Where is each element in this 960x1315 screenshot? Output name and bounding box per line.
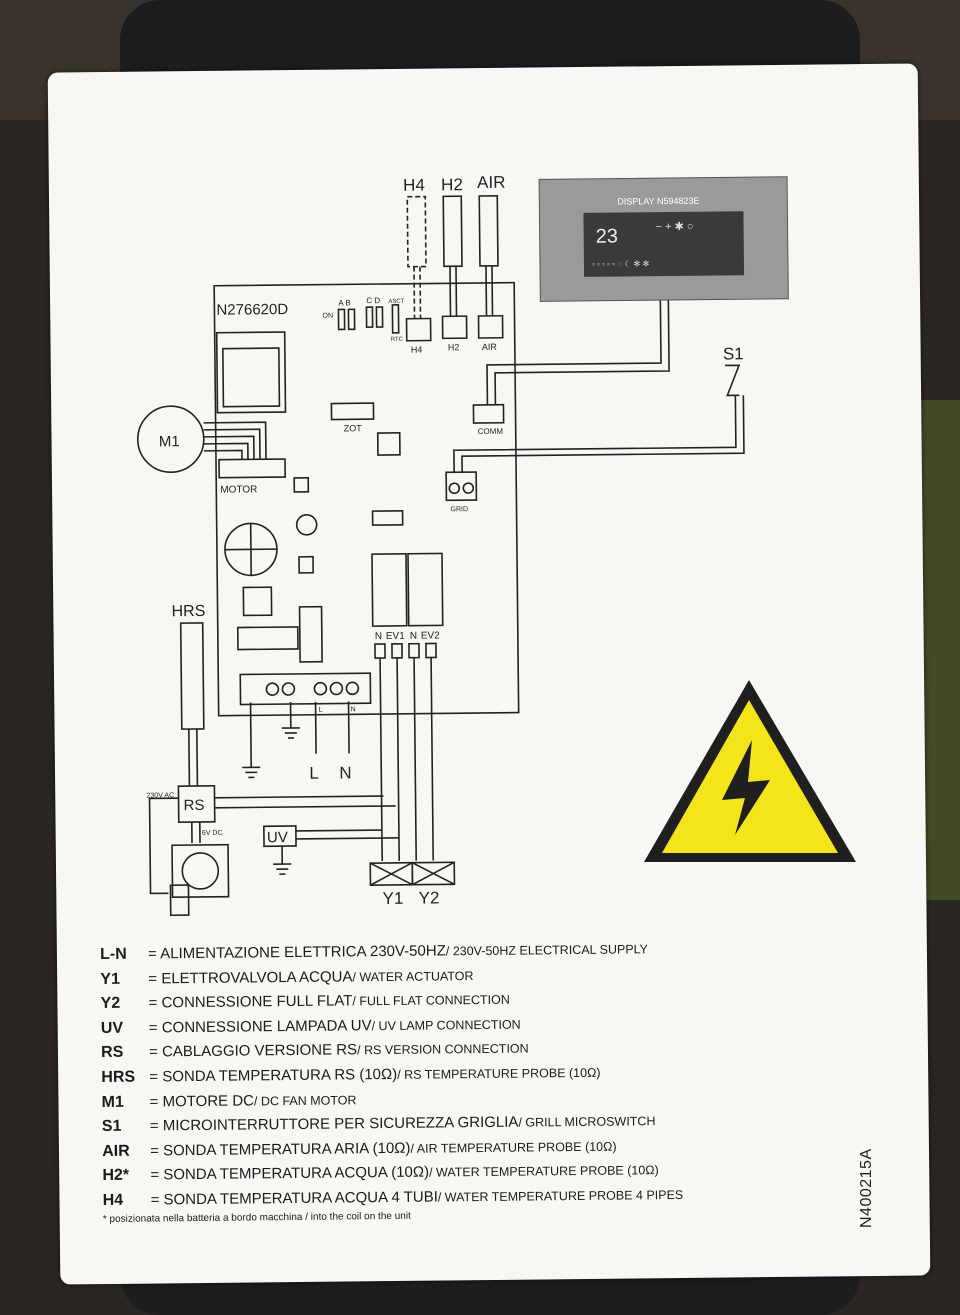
air-connector-label: AIR [482, 342, 498, 352]
y2-label: Y2 [418, 888, 439, 907]
legend-english: / AIR TEMPERATURE PROBE (10Ω) [410, 1139, 617, 1156]
legend-code: H2* [102, 1167, 130, 1185]
out-n2-label: N [410, 631, 417, 642]
out-n1-label: N [375, 631, 382, 642]
legend-code: HRS [101, 1068, 136, 1086]
legend-english: / RS VERSION CONNECTION [357, 1041, 529, 1058]
m1-label: M1 [159, 433, 180, 450]
zot-connector [330, 402, 375, 421]
electrical-hazard-icon [644, 680, 856, 862]
h4-probe-label: H4 [403, 176, 425, 195]
jumper-cd-label: C D [366, 296, 380, 305]
grid-label: GRID [450, 506, 468, 513]
h2-connector [441, 315, 468, 340]
h4-connector-label: H4 [411, 345, 423, 355]
y1-label: Y1 [382, 889, 403, 908]
relay-1 [371, 552, 408, 627]
legend-english: / FULL FLAT CONNECTION [352, 992, 510, 1009]
rs-box [177, 784, 216, 823]
document-number: N400215A [858, 1148, 875, 1228]
jumper-rtc-label: RTC [391, 337, 404, 343]
legend-italian: = CONNESSIONE LAMPADA UV [148, 1016, 372, 1037]
board-label: N276620D [216, 301, 288, 319]
legend-italian: = ELETTROVALVOLA ACQUA [148, 967, 353, 988]
comm-connector [472, 403, 505, 424]
m1-motor [136, 405, 205, 474]
rs-fan [171, 843, 230, 899]
legend-code: UV [100, 1019, 124, 1037]
legend-code: M1 [101, 1093, 124, 1111]
h2-probe-label: H2 [441, 175, 463, 194]
legend-english: / RS TEMPERATURE PROBE (10Ω) [397, 1065, 601, 1082]
jumper-asct-label: ASCT [388, 299, 404, 305]
legend-code: AIR [102, 1142, 130, 1160]
jumper-on-label: ON [322, 313, 333, 320]
rs-in-label: 230V AC [146, 792, 174, 799]
legend-code: H4 [102, 1191, 124, 1209]
s1-label: S1 [723, 344, 744, 363]
legend-italian: = SONDA TEMPERATURA ACQUA 4 TUBI [150, 1188, 438, 1209]
legend-code: S1 [101, 1117, 122, 1136]
terminal-l-label: L [319, 707, 323, 714]
legend-italian: = SONDA TEMPERATURA ARIA (10Ω) [150, 1139, 411, 1160]
s1-switch-symbol [725, 364, 741, 397]
display-unit: DISPLAY N594823E 23 − + ✱ ○ ▫ ▫ ▫ ▫ ▫ ◌ … [538, 176, 789, 302]
legend-english: / DC FAN MOTOR [253, 1092, 357, 1108]
legend-italian: = ALIMENTAZIONE ELETTRICA 230V-50Hz [147, 942, 446, 963]
legend-code: L-N [100, 945, 127, 963]
legend-english: / WATER TEMPERATURE PROBE 4 PIPES [437, 1187, 684, 1205]
h2-connector-label: H2 [448, 342, 460, 352]
terminal-n-label: N [351, 706, 356, 713]
grid-connector [445, 471, 478, 502]
output-pins [374, 642, 437, 659]
uv-label: UV [267, 829, 288, 846]
legend-italian: = CONNESSIONE FULL FLAT [148, 992, 353, 1012]
legend-english: / WATER TEMPERATURE PROBE (10Ω) [428, 1163, 659, 1180]
legend-english: / WATER ACTUATOR [352, 968, 474, 984]
rs-out-label: 6V DC [202, 830, 223, 837]
legend-code: Y2 [100, 994, 121, 1013]
motor-label: MOTOR [220, 484, 257, 495]
air-probe [478, 194, 499, 267]
motor-connector [218, 458, 286, 479]
legend-italian: = MOTORE DC [149, 1091, 255, 1111]
control-board [213, 281, 520, 717]
h4-probe [406, 195, 427, 268]
uv-connector [263, 825, 297, 848]
legend-code: Y1 [100, 970, 121, 988]
power-l-label: L [309, 764, 319, 783]
air-connector [477, 314, 504, 339]
out-ev1-label: EV1 [386, 631, 405, 642]
legend-italian: = CABLAGGIO VERSIONE RS [149, 1041, 358, 1061]
power-n-label: N [339, 763, 351, 782]
legend-english: / GRILL MICROSWITCH [518, 1114, 656, 1130]
display-label: DISPLAY N594823E [617, 196, 699, 207]
rs-label: RS [184, 797, 205, 814]
jumper-ab-label: A B [338, 298, 351, 307]
legend-english: / UV LAMP CONNECTION [371, 1017, 521, 1033]
hrs-label: HRS [171, 603, 205, 620]
h4-connector [405, 317, 432, 342]
power-terminal [239, 672, 372, 706]
y2-valve [411, 861, 456, 886]
legend-english: / 230V-50Hz ELECTRICAL SUPPLY [445, 942, 649, 959]
out-ev2-label: EV2 [421, 630, 440, 641]
air-probe-label: AIR [477, 173, 506, 192]
svg-text:− + ✱ ○: − + ✱ ○ [656, 221, 694, 233]
zot-label: ZOT [344, 423, 363, 433]
display-reading: 23 [596, 226, 618, 248]
relay-2 [407, 552, 444, 627]
comm-label: COMM [478, 427, 504, 436]
legend-code: RS [101, 1044, 124, 1062]
legend-italian: = SONDA TEMPERATURA RS (10Ω) [149, 1065, 398, 1086]
legend-italian: = SONDA TEMPERATURA ACQUA (10Ω) [150, 1163, 430, 1184]
svg-text:▫ ▫ ▫ ▫ ▫ ◌ ☾ ✻ ✻: ▫ ▫ ▫ ▫ ▫ ◌ ☾ ✻ ✻ [592, 259, 650, 269]
h2-probe [442, 195, 463, 268]
legend: L-N = ALIMENTAZIONE ELETTRICA 230V-50Hz /… [100, 938, 823, 1224]
hrs-probe [179, 622, 205, 730]
legend-italian: = MICROINTERRUTTORE PER SICUREZZA GRIGLI… [149, 1113, 519, 1135]
